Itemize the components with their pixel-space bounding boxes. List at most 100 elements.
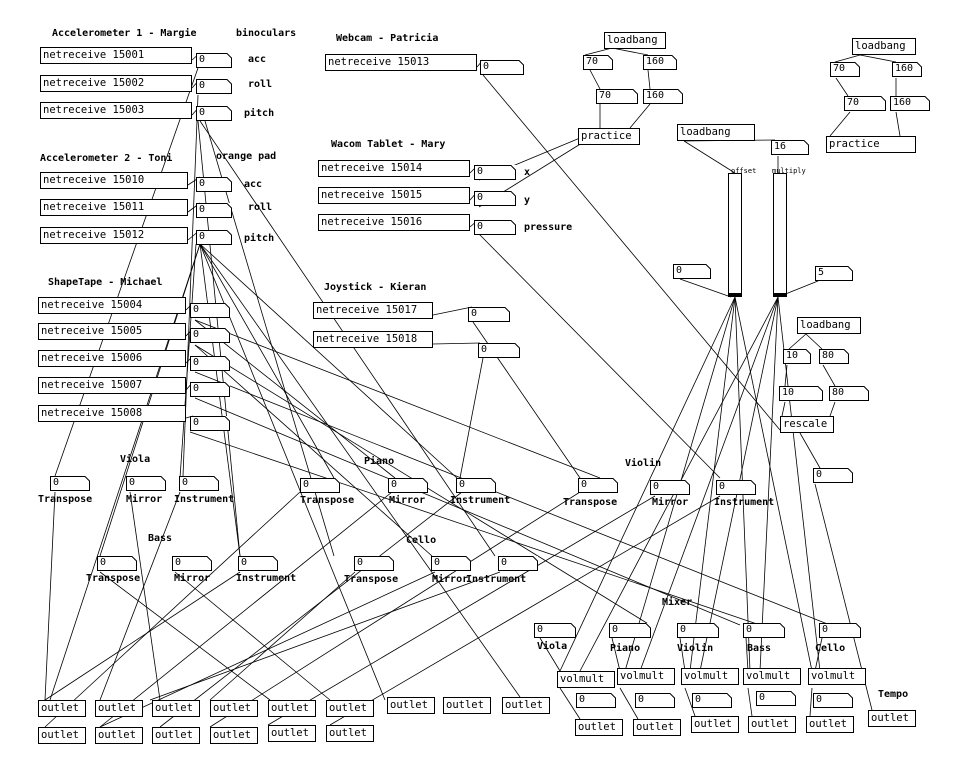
netreceive-15007[interactable]: netreceive 15007 [38, 377, 186, 394]
mixer-viola-number[interactable]: 0 [534, 623, 576, 638]
lb2-160b-number[interactable]: 160 [890, 96, 930, 111]
lb4-10-number[interactable]: 10 [783, 349, 811, 364]
joystick-number-1[interactable]: 0 [468, 307, 510, 322]
viola-instrument-number[interactable]: 0 [179, 476, 219, 491]
lb4-80-number[interactable]: 80 [819, 349, 849, 364]
offset-number[interactable]: 0 [673, 264, 711, 279]
acc1-pitch-number[interactable]: 0 [196, 106, 232, 121]
mixer-outlet-6[interactable]: outlet [868, 710, 916, 727]
shapetape-number-1[interactable]: 0 [190, 303, 230, 318]
netreceive-15017[interactable]: netreceive 15017 [313, 302, 433, 319]
netreceive-15006[interactable]: netreceive 15006 [38, 350, 186, 367]
netreceive-15012[interactable]: netreceive 15012 [40, 227, 188, 244]
loadbang-1[interactable]: loadbang [604, 32, 666, 49]
acc2-pitch-number[interactable]: 0 [196, 230, 232, 245]
netreceive-15002[interactable]: netreceive 15002 [40, 75, 192, 92]
acc1-roll-number[interactable]: 0 [196, 79, 232, 94]
tempo-number[interactable]: 0 [813, 468, 853, 483]
rescale-10-number[interactable]: 10 [779, 386, 823, 401]
netreceive-15014[interactable]: netreceive 15014 [318, 160, 470, 177]
outlet-8[interactable]: outlet [443, 697, 491, 714]
netreceive-15018[interactable]: netreceive 15018 [313, 331, 433, 348]
acc2-acc-number[interactable]: 0 [196, 177, 232, 192]
mixer-outlet-1[interactable]: outlet [575, 719, 623, 736]
practice-1[interactable]: practice [578, 128, 640, 145]
cello-mirror-number[interactable]: 0 [431, 556, 471, 571]
volmult-piano[interactable]: volmult [617, 668, 675, 685]
volmult-cello[interactable]: volmult [808, 668, 866, 685]
mixer-outlet-4[interactable]: outlet [748, 716, 796, 733]
violin-mirror-number[interactable]: 0 [650, 480, 690, 495]
piano-mirror-number[interactable]: 0 [388, 478, 428, 493]
joystick-number-2[interactable]: 0 [478, 343, 520, 358]
acc1-acc-number[interactable]: 0 [196, 53, 232, 68]
volmult-piano-number[interactable]: 0 [635, 693, 675, 708]
rescale-80-number[interactable]: 80 [829, 386, 869, 401]
mixer-outlet-2[interactable]: outlet [633, 719, 681, 736]
shapetape-number-3[interactable]: 0 [190, 356, 230, 371]
outlet-9[interactable]: outlet [502, 697, 550, 714]
multiply-number[interactable]: 5 [815, 266, 853, 281]
violin-transpose-number[interactable]: 0 [578, 478, 618, 493]
piano-instrument-number[interactable]: 0 [456, 478, 496, 493]
outlet-11[interactable]: outlet [95, 727, 143, 744]
mixer-piano-number[interactable]: 0 [609, 623, 651, 638]
volmult-violin-number[interactable]: 0 [692, 693, 732, 708]
practice-2[interactable]: practice [826, 136, 916, 153]
acc2-roll-number[interactable]: 0 [196, 203, 232, 218]
bass-transpose-number[interactable]: 0 [97, 556, 137, 571]
outlet-6[interactable]: outlet [326, 700, 374, 717]
cello-transpose-number[interactable]: 0 [354, 556, 394, 571]
webcam-number[interactable]: 0 [480, 60, 524, 75]
lb2-70b-number[interactable]: 70 [844, 96, 886, 111]
mixer-bass-number[interactable]: 0 [743, 623, 785, 638]
volmult-viola[interactable]: volmult [557, 671, 615, 688]
loadbang-3[interactable]: loadbang [677, 124, 755, 141]
outlet-14[interactable]: outlet [268, 725, 316, 742]
shapetape-number-5[interactable]: 0 [190, 416, 230, 431]
piano-transpose-number[interactable]: 0 [300, 478, 340, 493]
outlet-7[interactable]: outlet [387, 697, 435, 714]
mixer-violin-number[interactable]: 0 [677, 623, 719, 638]
multiply-slider[interactable] [773, 173, 787, 297]
netreceive-15015[interactable]: netreceive 15015 [318, 187, 470, 204]
shapetape-number-2[interactable]: 0 [190, 328, 230, 343]
outlet-1[interactable]: outlet [38, 700, 86, 717]
lb2-160-number[interactable]: 160 [892, 62, 922, 77]
volmult-bass[interactable]: volmult [743, 668, 801, 685]
loadbang-2[interactable]: loadbang [852, 38, 916, 55]
wacom-x-number[interactable]: 0 [474, 165, 516, 180]
mixer-outlet-3[interactable]: outlet [691, 716, 739, 733]
netreceive-15013[interactable]: netreceive 15013 [325, 54, 477, 71]
bass-mirror-number[interactable]: 0 [172, 556, 212, 571]
volmult-violin[interactable]: volmult [681, 668, 739, 685]
lb2-70-number[interactable]: 70 [830, 62, 860, 77]
loadbang-4[interactable]: loadbang [797, 317, 861, 334]
outlet-4[interactable]: outlet [210, 700, 258, 717]
rescale-object[interactable]: rescale [780, 416, 834, 433]
viola-transpose-number[interactable]: 0 [50, 476, 90, 491]
outlet-12[interactable]: outlet [152, 727, 200, 744]
viola-mirror-number[interactable]: 0 [126, 476, 166, 491]
netreceive-15008[interactable]: netreceive 15008 [38, 405, 186, 422]
mixer-outlet-5[interactable]: outlet [806, 716, 854, 733]
outlet-5[interactable]: outlet [268, 700, 316, 717]
volmult-cello-number[interactable]: 0 [813, 693, 853, 708]
netreceive-15004[interactable]: netreceive 15004 [38, 297, 186, 314]
outlet-15[interactable]: outlet [326, 725, 374, 742]
shapetape-number-4[interactable]: 0 [190, 382, 230, 397]
outlet-2[interactable]: outlet [95, 700, 143, 717]
lb1-70-number[interactable]: 70 [583, 55, 613, 70]
lb1-70b-number[interactable]: 70 [596, 89, 638, 104]
netreceive-15005[interactable]: netreceive 15005 [38, 323, 186, 340]
mixer-cello-number[interactable]: 0 [819, 623, 861, 638]
volmult-bass-number[interactable]: 0 [756, 691, 796, 706]
netreceive-15001[interactable]: netreceive 15001 [40, 47, 192, 64]
offset-slider[interactable] [728, 173, 742, 297]
bass-instrument-number[interactable]: 0 [238, 556, 278, 571]
netreceive-15016[interactable]: netreceive 15016 [318, 214, 470, 231]
volmult-viola-number[interactable]: 0 [576, 693, 616, 708]
wacom-pressure-number[interactable]: 0 [474, 220, 516, 235]
netreceive-15011[interactable]: netreceive 15011 [40, 199, 188, 216]
outlet-3[interactable]: outlet [152, 700, 200, 717]
